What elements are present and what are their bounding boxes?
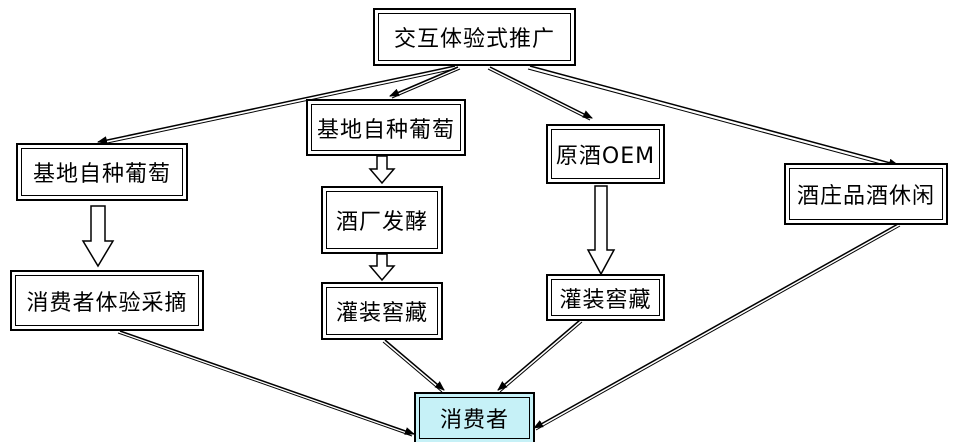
node-root: 交互体验式推广 (373, 8, 576, 66)
arrow-root-to-branch1 (97, 65, 456, 146)
hollow-arrow-branch3 (586, 185, 616, 276)
node-branch2-step2: 灌装窖藏 (321, 282, 443, 340)
arrow-branch2-to-target (382, 339, 445, 393)
arrow-root-to-branch3 (487, 66, 593, 121)
node-branch1-step: 消费者体验采摘 (10, 270, 204, 331)
node-branch3-step-label: 灌装窖藏 (559, 287, 652, 313)
node-target-label: 消费者 (439, 408, 509, 433)
node-branch1-step-label: 消费者体验采摘 (26, 290, 188, 316)
node-branch1-start: 基地自种葡萄 (16, 143, 188, 201)
node-root-label: 交互体验式推广 (393, 27, 555, 52)
arrow-branch4-to-target (533, 223, 901, 431)
node-branch2-step2-label: 灌装窖藏 (335, 301, 428, 326)
node-branch2-start: 基地自种葡萄 (306, 99, 466, 156)
arrow-root-to-branch2 (389, 66, 461, 99)
arrow-branch1-to-target (117, 330, 415, 437)
node-branch4-start: 酒庄品酒休闲 (784, 163, 948, 225)
hollow-arrow-branch1 (81, 205, 115, 268)
node-branch1-start-label: 基地自种葡萄 (32, 162, 171, 187)
arrow-branch3-to-target (497, 319, 583, 393)
node-branch2-step1-label: 酒厂发酵 (335, 210, 428, 235)
node-target: 消费者 (414, 392, 535, 442)
node-branch3-start: 原酒OEM (546, 124, 665, 184)
hollow-arrow-branch2-a (368, 155, 396, 185)
arrow-root-to-branch4 (527, 65, 899, 169)
node-branch3-step: 灌装窖藏 (546, 274, 665, 321)
node-branch4-start-label: 酒庄品酒休闲 (796, 184, 935, 209)
node-branch2-step1: 酒厂发酵 (321, 186, 443, 254)
node-branch3-start-label: 原酒OEM (555, 144, 656, 169)
node-branch2-start-label: 基地自种葡萄 (316, 117, 455, 143)
hollow-arrow-branch2-b (368, 253, 396, 282)
